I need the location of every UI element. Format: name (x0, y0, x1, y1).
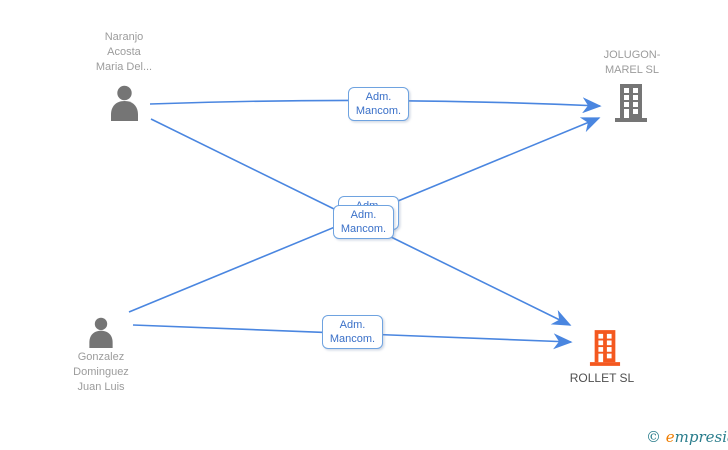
node-label-company2[interactable]: ROLLET SL (542, 371, 662, 386)
person1-name-line1: Naranjo (104, 31, 144, 43)
person-icon-person2[interactable] (86, 317, 116, 348)
edge-role-line2: Mancom. (355, 105, 402, 117)
copyright-symbol: © (646, 428, 661, 446)
edge-role-line1: Adm. (350, 209, 377, 221)
person2-name-line2: Dominguez (73, 366, 129, 378)
building-icon-company1[interactable] (614, 84, 648, 122)
person2-name-line3: Juan Luis (77, 381, 125, 393)
company1-name-line1: JOLUGON- (603, 49, 661, 61)
node-label-person2[interactable]: Gonzalez Dominguez Juan Luis (41, 350, 161, 395)
edge-label-box-person1-company1[interactable]: Adm. Mancom. (348, 87, 409, 121)
company2-name-line1: ROLLET SL (569, 371, 635, 385)
edge-role-line2: Mancom. (329, 333, 376, 345)
edge-role-line1: Adm. (365, 91, 392, 103)
brand-first-letter: e (665, 428, 675, 446)
building-icon-company2[interactable] (589, 330, 621, 366)
empresia-logo[interactable]: © empresia (646, 428, 728, 446)
edge-label-box-person2-company2[interactable]: Adm. Mancom. (322, 315, 383, 349)
person1-name-line3: Maria Del... (95, 61, 153, 73)
node-label-person1[interactable]: Naranjo Acosta Maria Del... (64, 30, 184, 75)
company1-name-line2: MAREL SL (604, 64, 659, 76)
edge-role-line2: Mancom. (340, 223, 387, 235)
node-label-company1[interactable]: JOLUGON- MAREL SL (572, 48, 692, 78)
brand-rest: mpresia (674, 428, 728, 446)
edge-label-box-person2-company1[interactable]: Adm. Mancom. (333, 205, 394, 239)
person-icon-person1[interactable] (108, 85, 141, 121)
edge-role-line1: Adm. (339, 319, 366, 331)
person1-name-line2: Acosta (107, 46, 141, 58)
person2-name-line1: Gonzalez (77, 351, 125, 363)
